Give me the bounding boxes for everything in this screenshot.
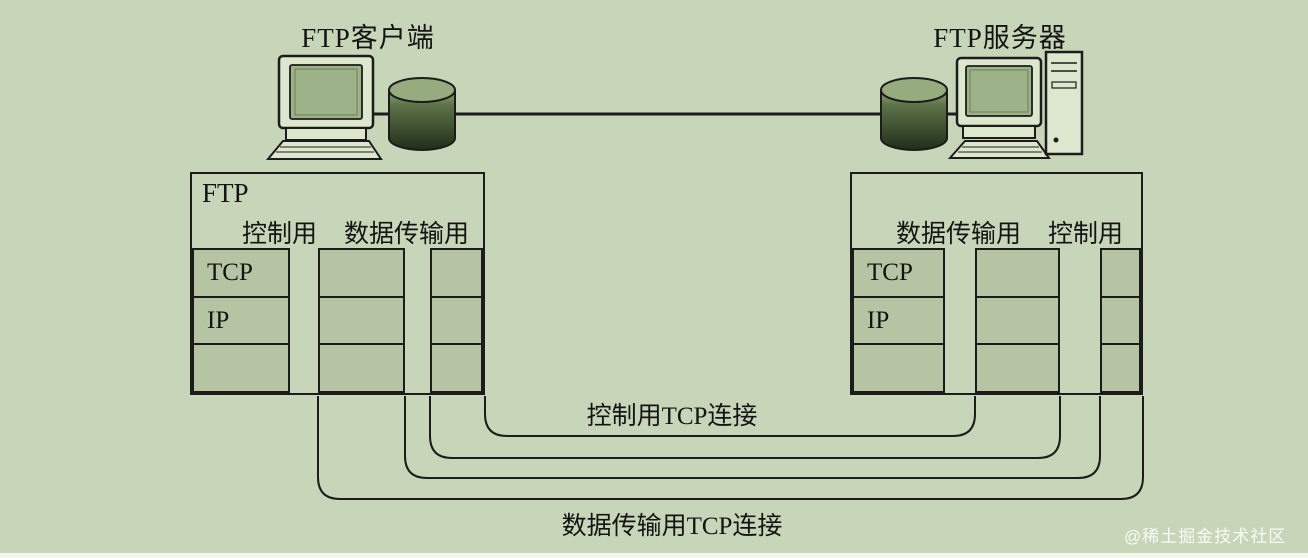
control-connection-label: 控制用TCP连接 [586, 403, 758, 430]
server-ip-layer: IP [854, 295, 943, 344]
data-connection-label: 数据传输用TCP连接 [561, 513, 783, 540]
client-tcp-layer: TCP [207, 258, 253, 286]
server-tcp-layer: TCP [867, 258, 913, 286]
server-computer-icon [947, 50, 1084, 159]
client-title: FTP客户端 [301, 23, 435, 53]
client-ftp-label: FTP [202, 178, 249, 208]
client-control-column-header: 控制用 [242, 221, 318, 248]
server-protocol-stack: 数据传输用 控制用 TCP IP [850, 172, 1143, 395]
watermark: @稀土掘金技术社区 [1124, 527, 1287, 546]
server-data-column [975, 248, 1060, 393]
client-lower-layer [194, 343, 288, 391]
client-protocol-stack: FTP 控制用 数据传输用 TCP IP [190, 172, 485, 395]
server-layer-label-column: TCP IP [852, 248, 945, 393]
client-control-column [318, 248, 405, 393]
server-control-column [1100, 248, 1141, 393]
server-cylinder-icon [880, 77, 948, 151]
client-computer-icon [265, 54, 383, 160]
client-data-column [430, 248, 483, 393]
client-ip-layer: IP [194, 295, 288, 344]
client-layer-label-column: TCP IP [192, 248, 290, 393]
server-control-column-header: 控制用 [1048, 221, 1124, 248]
server-lower-layer [854, 343, 943, 391]
upper-tcp-connection-pipe [429, 396, 1061, 459]
server-title: FTP服务器 [933, 23, 1067, 53]
client-data-column-header: 数据传输用 [344, 221, 470, 248]
server-data-column-header: 数据传输用 [896, 221, 1022, 248]
page-edge-strip [0, 553, 1308, 558]
lower-tcp-connection-pipe [317, 396, 1144, 500]
client-cylinder-icon [388, 77, 456, 151]
